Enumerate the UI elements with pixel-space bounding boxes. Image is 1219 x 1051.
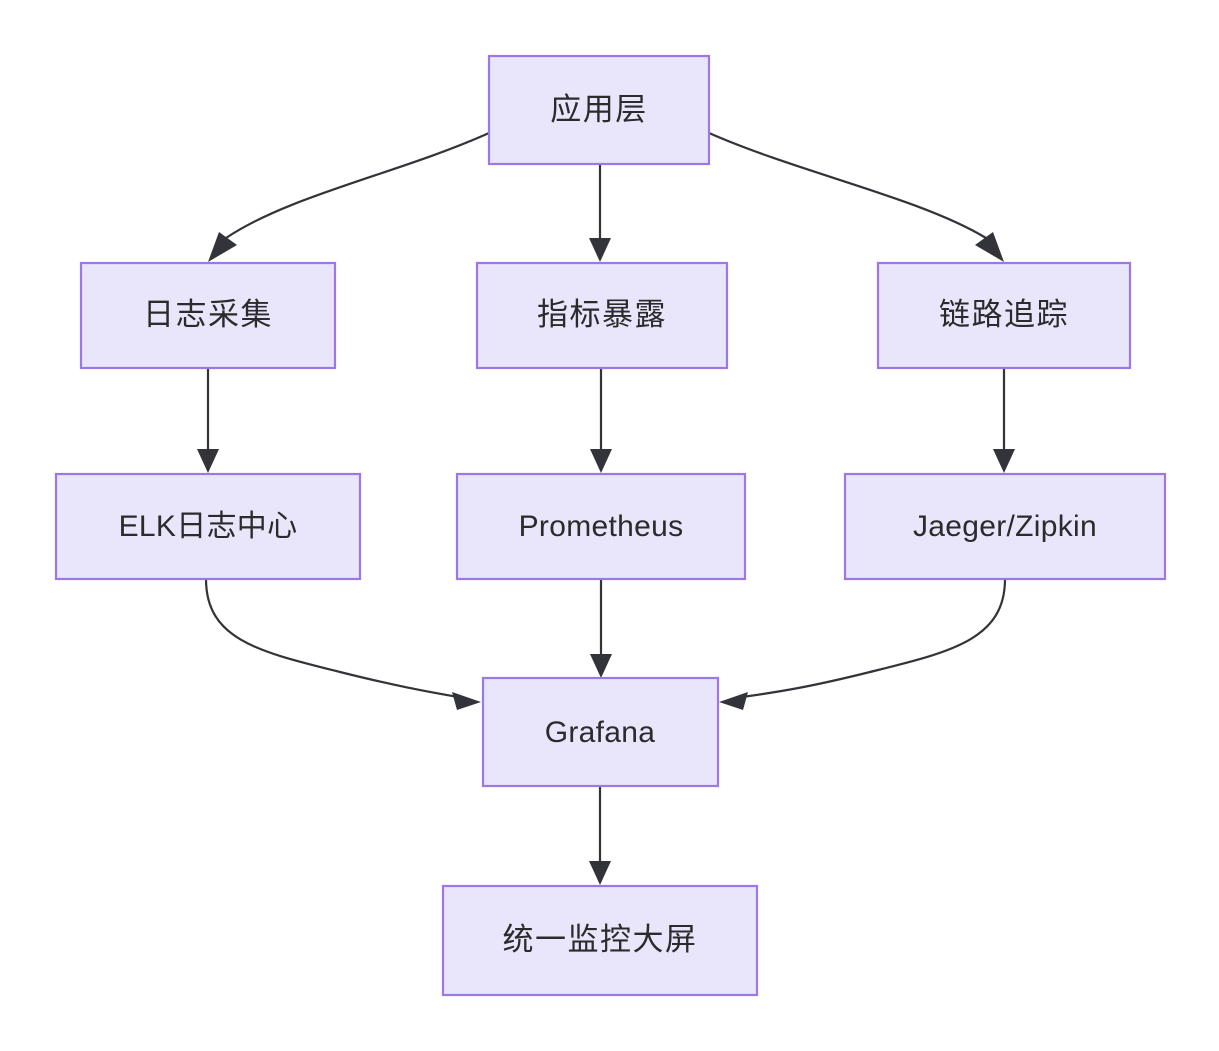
- edge-logs-to-elk: [197, 368, 219, 473]
- node-tracing-label: 链路追踪: [939, 297, 1069, 332]
- node-jaeger-label: Jaeger/Zipkin: [913, 510, 1097, 543]
- node-app-shape[interactable]: [487, 54, 711, 166]
- node-dashboard-shape[interactable]: [441, 884, 759, 997]
- edge-grafana-to-dashboard: [589, 786, 611, 885]
- arrowhead-icon: [208, 232, 237, 262]
- arrowhead-icon: [590, 449, 612, 473]
- node-logs-label: 日志采集: [143, 297, 273, 332]
- edge-elk-to-grafana: [204, 578, 481, 710]
- arrowhead-icon: [993, 449, 1015, 473]
- node-dashboard-label: 统一监控大屏: [503, 922, 698, 957]
- arrowhead-icon: [719, 692, 748, 710]
- node-elk[interactable]: ELK日志中心: [54, 472, 362, 581]
- edge-metrics-to-prometheus: [590, 368, 612, 473]
- arrowhead-icon: [589, 238, 611, 262]
- node-layer: 应用层 日志采集 指标暴露 链路追踪 ELK日志中心 Prometheus: [54, 54, 1167, 997]
- edge-tracing-to-jaeger: [993, 368, 1015, 473]
- node-app-label: 应用层: [550, 92, 648, 127]
- node-grafana[interactable]: Grafana: [481, 676, 720, 788]
- arrowhead-icon: [452, 692, 481, 710]
- node-metrics-shape[interactable]: [475, 261, 729, 370]
- node-elk-label: ELK日志中心: [119, 510, 298, 543]
- arrowhead-icon: [975, 232, 1004, 262]
- node-jaeger-shape[interactable]: [843, 472, 1167, 581]
- node-logs[interactable]: 日志采集: [79, 261, 337, 370]
- node-grafana-label: Grafana: [545, 716, 656, 749]
- node-logs-shape[interactable]: [79, 261, 337, 370]
- edge-app-to-metrics: [589, 164, 611, 262]
- edge-jaeger-to-grafana: [719, 578, 1007, 710]
- edge-prometheus-to-grafana: [590, 579, 612, 678]
- node-elk-shape[interactable]: [54, 472, 362, 581]
- arrowhead-icon: [590, 654, 612, 678]
- node-tracing[interactable]: 链路追踪: [876, 261, 1132, 370]
- node-dashboard[interactable]: 统一监控大屏: [441, 884, 759, 997]
- node-prometheus-label: Prometheus: [519, 510, 684, 543]
- node-metrics-label: 指标暴露: [537, 297, 667, 332]
- node-prometheus-shape[interactable]: [455, 472, 747, 581]
- node-prometheus[interactable]: Prometheus: [455, 472, 747, 581]
- node-tracing-shape[interactable]: [876, 261, 1132, 370]
- node-metrics[interactable]: 指标暴露: [475, 261, 729, 370]
- node-jaeger[interactable]: Jaeger/Zipkin: [843, 472, 1167, 581]
- edge-app-to-tracing: [708, 131, 1004, 262]
- arrowhead-icon: [197, 449, 219, 473]
- edge-app-to-logs: [208, 131, 490, 262]
- node-grafana-shape[interactable]: [481, 676, 720, 788]
- node-app[interactable]: 应用层: [487, 54, 711, 166]
- arrowhead-icon: [589, 861, 611, 885]
- edge-layer: [197, 131, 1015, 885]
